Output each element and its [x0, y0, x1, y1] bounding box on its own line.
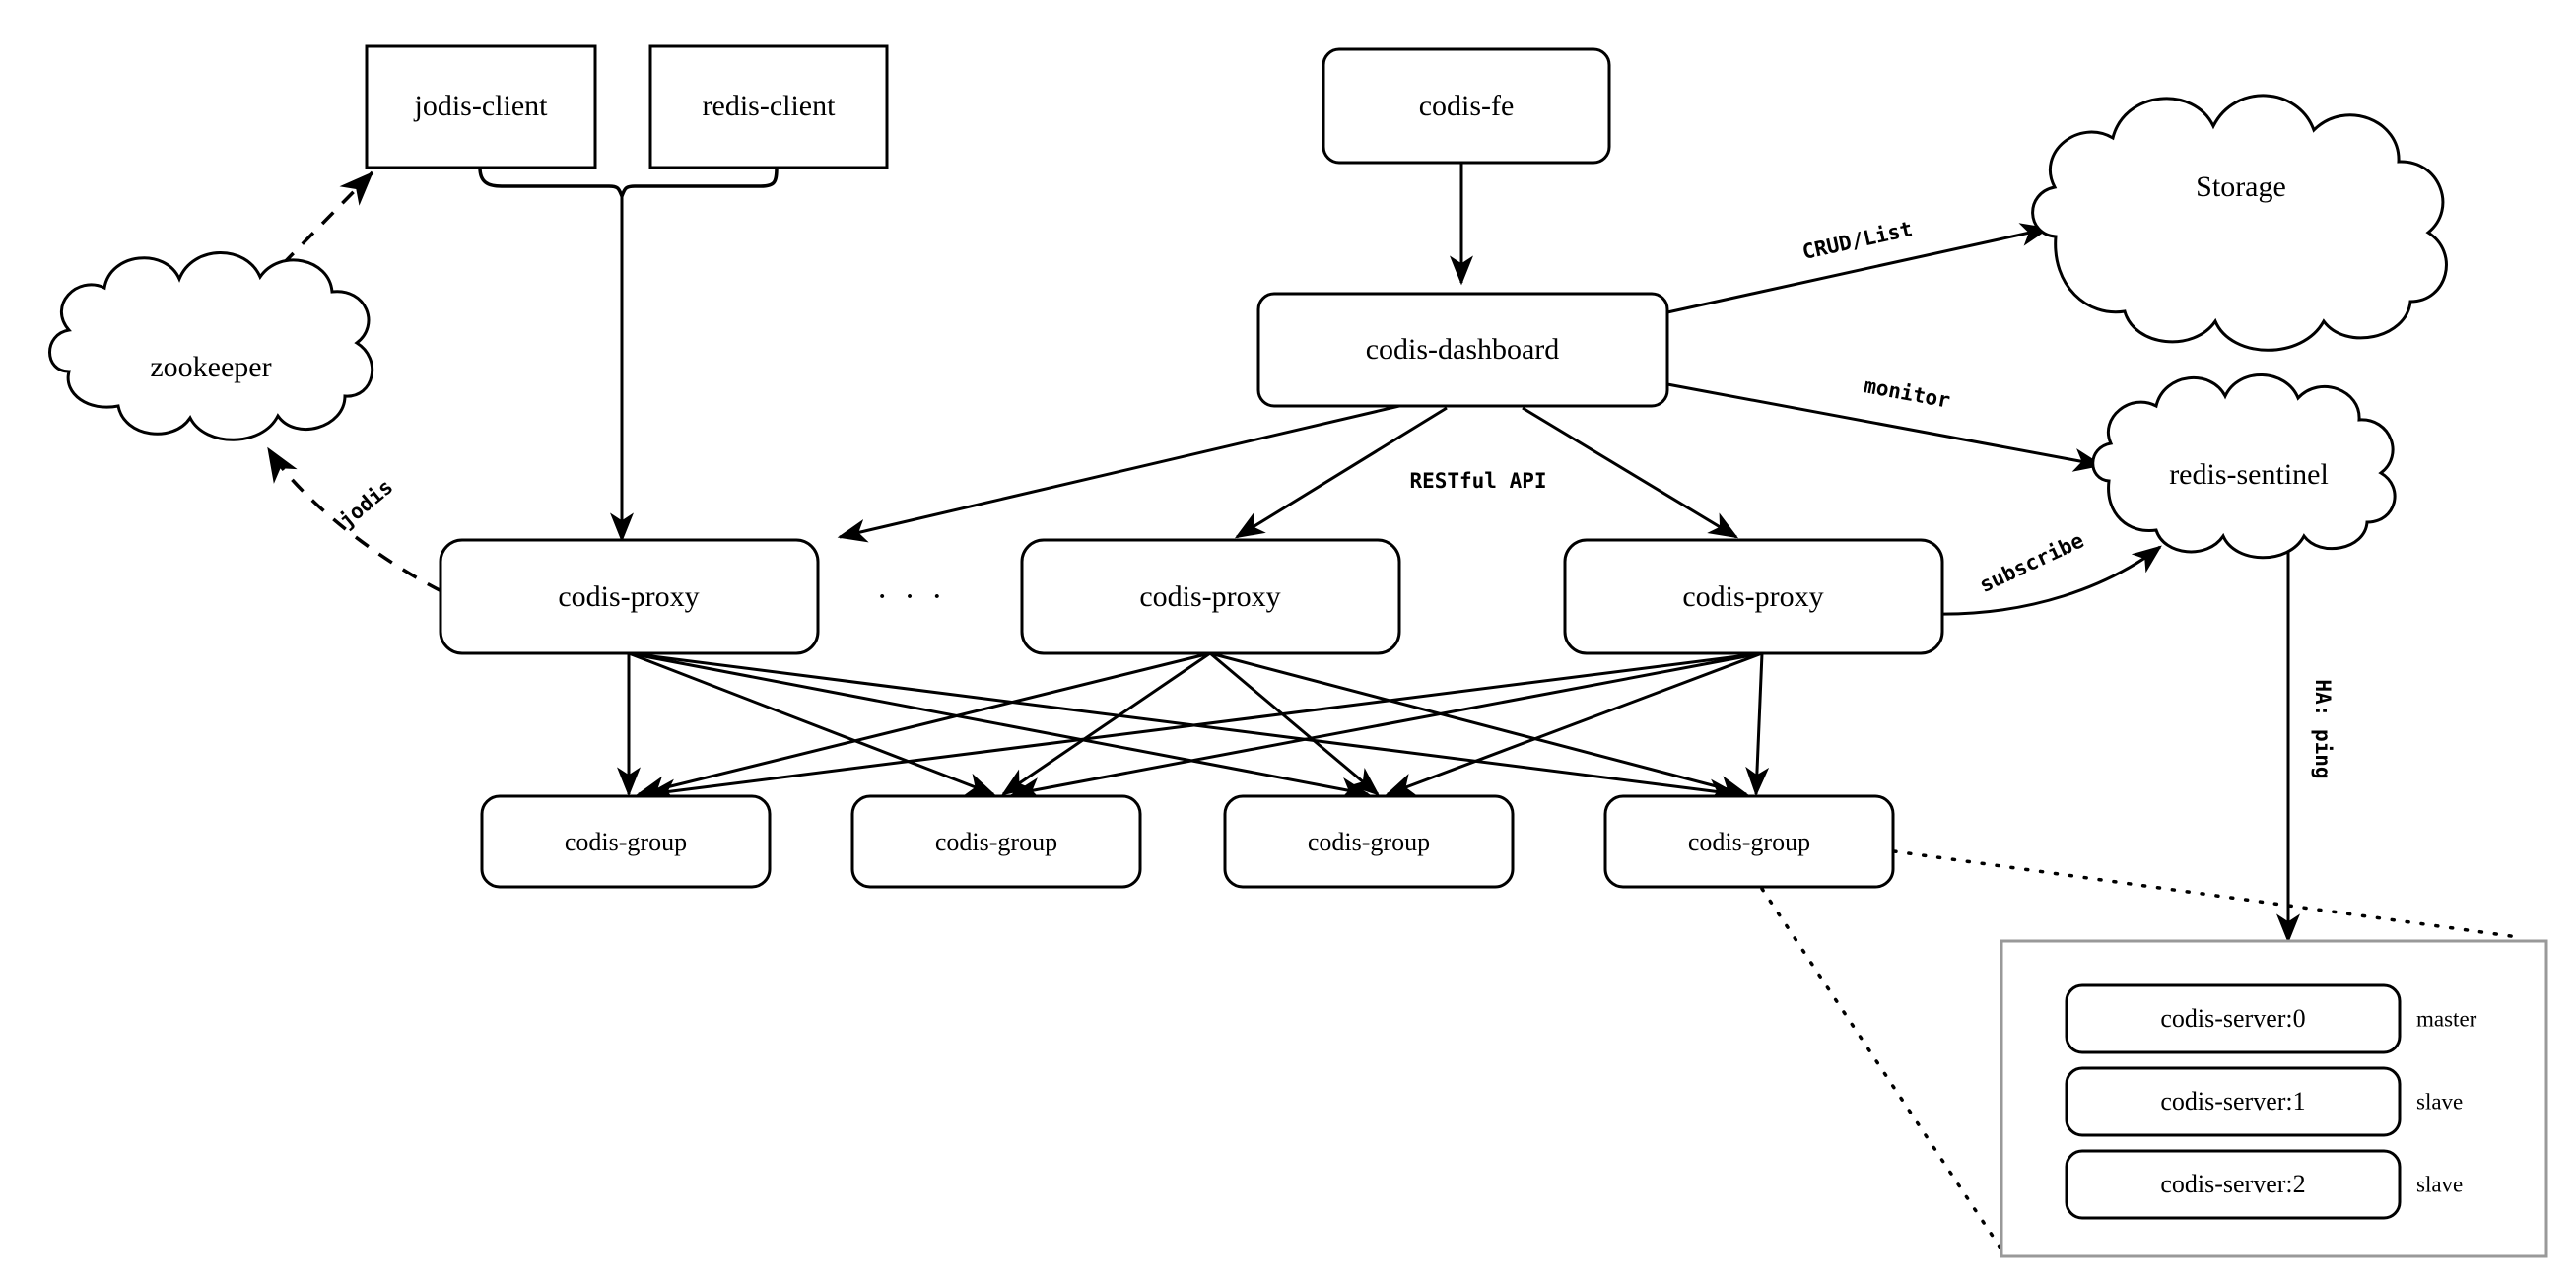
- edge-label-monitor: monitor: [1862, 373, 1951, 413]
- node-redis-sentinel-label: redis-sentinel: [2169, 458, 2329, 491]
- edge-dashboard-sentinel: monitor: [1666, 373, 2104, 472]
- client-brace-connector: [478, 167, 779, 543]
- node-redis-sentinel[interactable]: redis-sentinel: [2091, 373, 2397, 560]
- codis-server-2-role: slave: [2416, 1172, 2463, 1196]
- edge-label-jodis: jodis: [334, 475, 397, 533]
- edge-label-crud-list: CRUD/List: [1800, 217, 1915, 264]
- edge-proxy1-groups: [617, 651, 1739, 803]
- node-codis-dashboard-label: codis-dashboard: [1366, 333, 1560, 366]
- node-codis-group-4-label: codis-group: [1688, 828, 1810, 856]
- node-codis-group-4[interactable]: codis-group: [1603, 794, 1895, 889]
- codis-server-1-role: slave: [2416, 1089, 2463, 1114]
- node-jodis-client[interactable]: jodis-client: [365, 44, 597, 169]
- node-codis-server-2[interactable]: codis-server:2 slave: [2065, 1149, 2463, 1220]
- node-codis-proxy-3[interactable]: codis-proxy: [1563, 538, 1944, 655]
- node-redis-client-label: redis-client: [703, 90, 837, 122]
- node-codis-server-0-label: codis-server:0: [2160, 1004, 2305, 1033]
- node-codis-group-3[interactable]: codis-group: [1223, 794, 1515, 889]
- edge-proxy-zookeeper-jodis: jodis: [266, 446, 442, 593]
- edge-proxy-sentinel-subscribe: subscribe: [1932, 528, 2162, 616]
- node-codis-server-1[interactable]: codis-server:1 slave: [2065, 1066, 2463, 1137]
- edge-dashboard-storage: CRUD/List: [1666, 217, 2051, 314]
- node-codis-server-2-label: codis-server:2: [2160, 1170, 2305, 1198]
- node-codis-fe-label: codis-fe: [1419, 90, 1515, 122]
- node-storage-label: Storage: [2196, 170, 2286, 203]
- codis-server-detail-panel: codis-server:0 master codis-server:1 sla…: [2000, 939, 2548, 1258]
- node-codis-fe[interactable]: codis-fe: [1322, 47, 1611, 165]
- node-codis-group-1-label: codis-group: [565, 828, 687, 856]
- node-redis-client[interactable]: redis-client: [648, 44, 889, 169]
- node-codis-proxy-2-label: codis-proxy: [1139, 580, 1280, 613]
- node-storage[interactable]: Storage: [2031, 94, 2448, 352]
- edge-label-restful-api: RESTful API: [1409, 469, 1546, 493]
- node-codis-server-0[interactable]: codis-server:0 master: [2065, 983, 2477, 1054]
- node-codis-group-2-label: codis-group: [935, 828, 1057, 856]
- edge-sentinel-servers-ha-ping: HA: ping: [2276, 524, 2335, 944]
- node-codis-proxy-1-label: codis-proxy: [558, 580, 699, 613]
- node-codis-group-1[interactable]: codis-group: [480, 794, 772, 889]
- node-codis-group-2[interactable]: codis-group: [850, 794, 1142, 889]
- node-codis-proxy-2[interactable]: codis-proxy: [1020, 538, 1401, 655]
- zoom-connector-lines: [1760, 849, 2520, 1251]
- edge-proxy2-groups: [636, 651, 1749, 800]
- node-zookeeper-label: zookeeper: [150, 351, 271, 383]
- node-codis-proxy-3-label: codis-proxy: [1682, 580, 1823, 613]
- node-codis-server-1-label: codis-server:1: [2160, 1087, 2305, 1115]
- node-codis-dashboard[interactable]: codis-dashboard: [1256, 292, 1669, 408]
- edge-label-ha-ping: HA: ping: [2311, 679, 2335, 778]
- node-zookeeper[interactable]: zookeeper: [48, 251, 374, 441]
- node-codis-proxy-1[interactable]: codis-proxy: [439, 538, 820, 655]
- edge-dashboard-proxies: RESTful API: [837, 404, 1739, 543]
- edge-proxy3-groups: [645, 651, 1770, 803]
- proxy-ellipsis: · · ·: [877, 578, 947, 615]
- node-jodis-client-label: jodis-client: [414, 90, 549, 122]
- node-codis-group-3-label: codis-group: [1308, 828, 1430, 856]
- edge-label-subscribe: subscribe: [1976, 528, 2087, 597]
- codis-server-0-role: master: [2416, 1006, 2477, 1031]
